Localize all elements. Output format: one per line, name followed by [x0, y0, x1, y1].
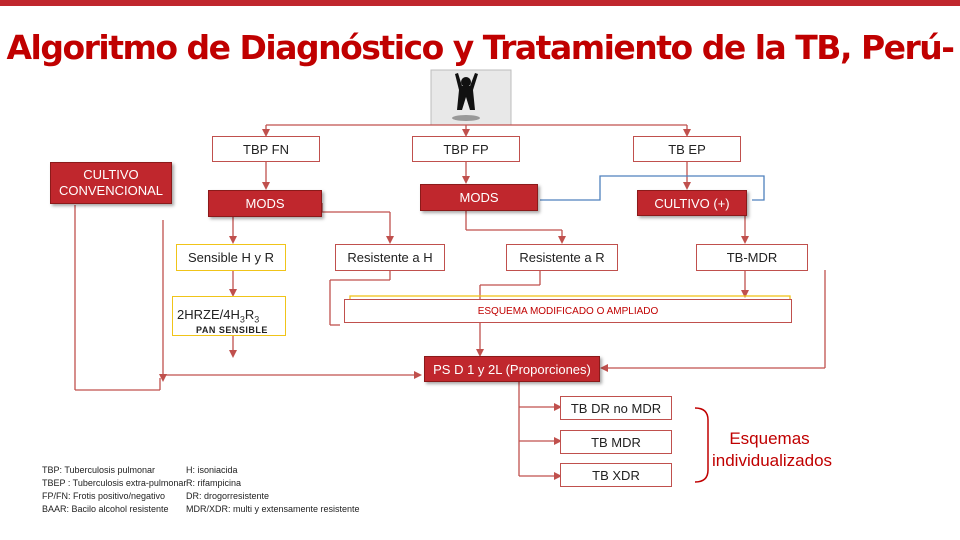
- person-image: [430, 69, 512, 126]
- legend-right-item: DR: drogorresistente: [186, 491, 270, 501]
- page-title: Algoritmo de Diagnóstico y Tratamiento d…: [6, 28, 955, 67]
- scheme-main: 2HRZE/4H: [177, 307, 240, 323]
- tbp-fn-label: TBP FN: [243, 141, 289, 157]
- mods-mid-label: MODS: [459, 190, 499, 205]
- pan-sensible-label: PAN SENSIBLE: [196, 325, 268, 335]
- legend-right-item: R: rifampicina: [186, 478, 242, 488]
- scheme-sub2: 3: [254, 314, 260, 325]
- esquemas-individualizados: Esquemas individualizados: [712, 429, 833, 470]
- cultivo-convencional-box: CULTIVO CONVENCIONAL: [50, 162, 172, 204]
- sensible-hr-box: Sensible H y R: [176, 244, 286, 271]
- tb-dr-label: TB DR no MDR: [570, 400, 662, 416]
- mods-mid-box: MODS: [420, 184, 538, 211]
- legend-right-item: H: isoniacida: [186, 465, 238, 475]
- cultivo-convencional-label: CULTIVO CONVENCIONAL: [58, 167, 164, 198]
- tb-ep-box: TB EP: [633, 136, 741, 162]
- mods-left-box: MODS: [208, 190, 322, 217]
- tbp-fn-box: TBP FN: [212, 136, 320, 162]
- resistente-r-label: Resistente a R: [519, 250, 605, 265]
- top-accent-bar: [0, 0, 960, 6]
- legend-left-item: FP/FN: Frotis positivo/negativo: [42, 491, 166, 501]
- tb-dr-box: TB DR no MDR: [560, 396, 672, 420]
- treatment-scheme-box: 2HRZE/4H3R3: [172, 296, 286, 336]
- tbp-fp-label: TBP FP: [443, 141, 489, 157]
- legend-right: H: isoniacida R: rifampicina DR: drogorr…: [186, 464, 360, 516]
- legend-left-item: BAAR: Bacilo alcohol resistente: [42, 504, 169, 514]
- legend-left: TBP: Tuberculosis pulmonar TBEP : Tuberc…: [42, 464, 186, 516]
- psd-box: PS D 1 y 2L (Proporciones): [424, 356, 600, 382]
- treatment-scheme-label: 2HRZE/4H3R3: [177, 307, 259, 325]
- mods-left-label: MODS: [245, 196, 285, 211]
- tb-ep-label: TB EP: [668, 141, 706, 157]
- psd-label: PS D 1 y 2L (Proporciones): [433, 361, 591, 377]
- tb-xdr-label: TB XDR: [592, 467, 640, 483]
- cultivo-positivo-label: CULTIVO (+): [654, 195, 730, 211]
- tb-mdr-label: TB MDR: [591, 434, 641, 450]
- tb-mdr-top-box: TB-MDR: [696, 244, 808, 271]
- scheme-sub1: 3: [239, 314, 245, 325]
- resistente-h-box: Resistente a H: [335, 244, 445, 271]
- resistente-h-label: Resistente a H: [347, 250, 433, 265]
- legend-left-item: TBEP : Tuberculosis extra-pulmonar: [42, 478, 187, 488]
- legend-left-item: TBP: Tuberculosis pulmonar: [42, 465, 156, 475]
- esquema-modificado-box: ESQUEMA MODIFICADO O AMPLIADO: [344, 299, 792, 323]
- cultivo-positivo-box: CULTIVO (+): [637, 190, 747, 216]
- sensible-hr-label: Sensible H y R: [188, 250, 274, 265]
- tb-xdr-box: TB XDR: [560, 463, 672, 487]
- esquema-modificado-label: ESQUEMA MODIFICADO O AMPLIADO: [477, 305, 659, 317]
- scheme-mid: R: [244, 307, 255, 323]
- tb-mdr-top-label: TB-MDR: [726, 250, 778, 265]
- legend-right-item: MDR/XDR: multi y extensamente resistente: [186, 504, 360, 514]
- tbp-fp-box: TBP FP: [412, 136, 520, 162]
- tb-mdr-box: TB MDR: [560, 430, 672, 454]
- resistente-r-box: Resistente a R: [506, 244, 618, 271]
